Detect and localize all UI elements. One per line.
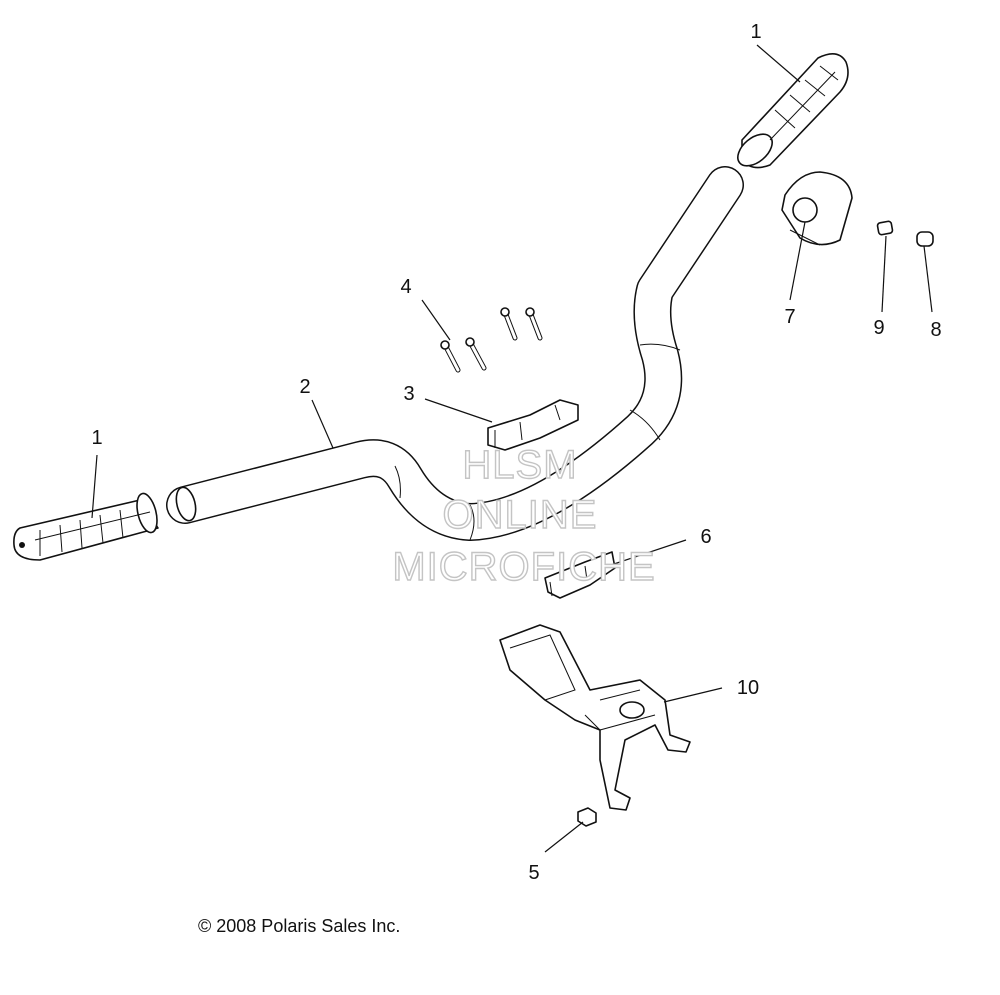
callout-cap-8: 8 [930, 319, 941, 341]
pad [781, 171, 853, 246]
callout-grip-right: 1 [750, 21, 761, 43]
bolts [440, 307, 543, 373]
upper-clamp [487, 399, 579, 451]
left-grip [13, 492, 159, 561]
leader-lines [91, 44, 933, 853]
callout-lower-clamp: 6 [700, 526, 711, 548]
lower-clamp [544, 551, 616, 599]
callout-bolts: 4 [400, 276, 411, 298]
bracket [499, 624, 691, 811]
nut [577, 807, 597, 827]
callout-cap-9: 9 [873, 317, 884, 339]
callout-nut: 5 [528, 862, 539, 884]
cap-9 [876, 220, 894, 236]
watermark-line-2: ONLINE [443, 493, 598, 537]
cap-8 [916, 231, 934, 247]
right-grip [737, 53, 849, 169]
watermark-line-3: MICROFICHE [392, 545, 655, 589]
handlebar [166, 166, 744, 541]
callout-bracket: 10 [737, 677, 759, 699]
callout-upper-clamp: 3 [403, 383, 414, 405]
copyright-text: © 2008 Polaris Sales Inc. [198, 916, 400, 936]
watermark-line-1: HLSM [462, 443, 577, 487]
callout-grip-left: 1 [91, 427, 102, 449]
callout-pad: 7 [784, 306, 795, 328]
callout-handlebar: 2 [299, 376, 310, 398]
